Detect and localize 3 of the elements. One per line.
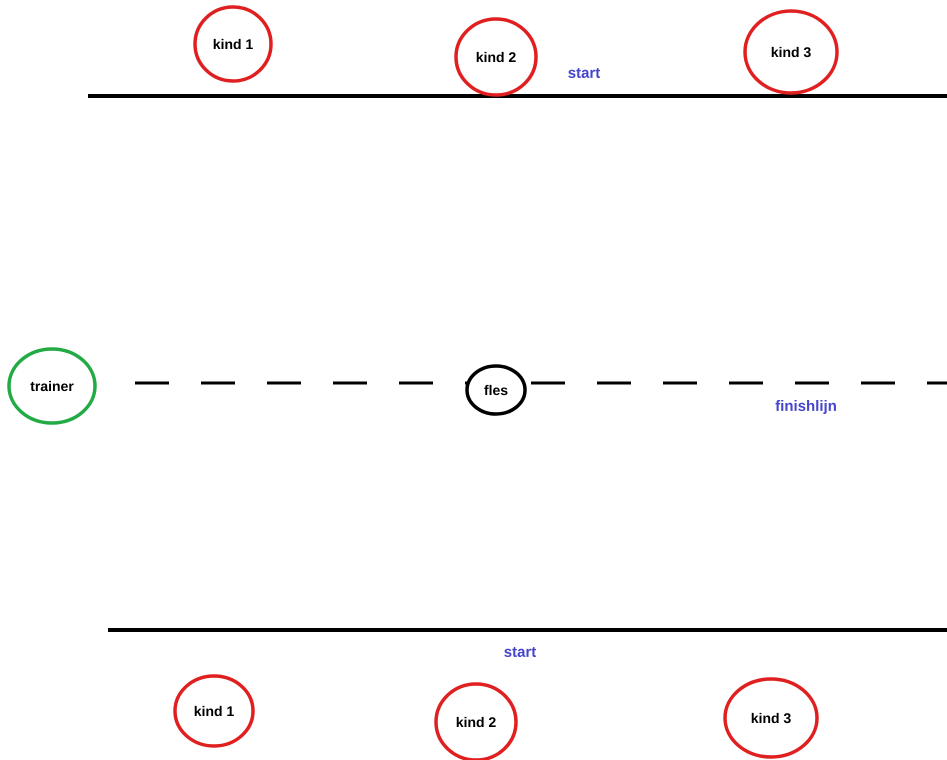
finish-label: finishlijn xyxy=(775,400,836,414)
start-label: start xyxy=(568,68,600,78)
start-label: start xyxy=(504,647,536,657)
